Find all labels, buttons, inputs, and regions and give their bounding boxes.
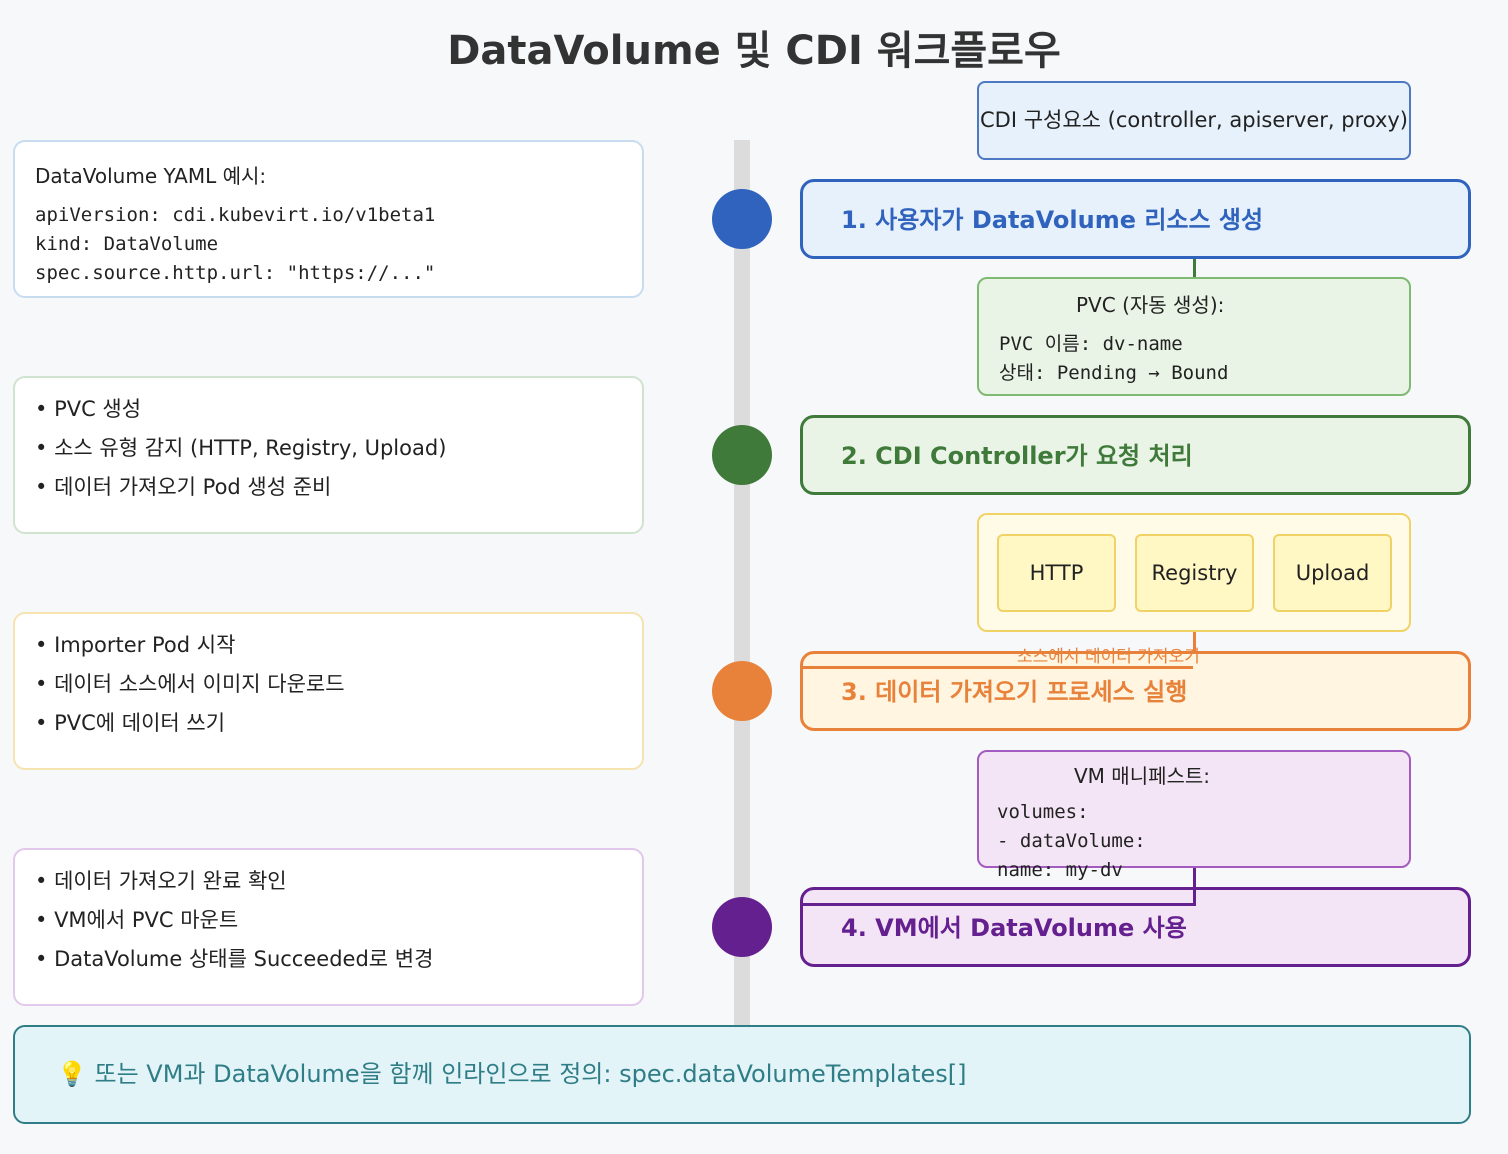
yaml-line: kind: DataVolume (35, 233, 219, 255)
list-item: Importer Pod 시작 (35, 626, 622, 665)
manifest-line: - dataVolume: (997, 830, 1146, 852)
list-item: 소스 유형 감지 (HTTP, Registry, Upload) (35, 429, 622, 468)
controller-tasks-panel: PVC 생성 소스 유형 감지 (HTTP, Registry, Upload)… (13, 376, 644, 534)
source-registry: Registry (1135, 534, 1254, 612)
list-item: DataVolume 상태를 Succeeded로 변경 (35, 940, 622, 979)
pvc-details: PVC 이름: dv-name 상태: Pending → Bound (979, 318, 1409, 388)
step-1-box: 1. 사용자가 DataVolume 리소스 생성 (800, 179, 1471, 259)
vm-manifest-panel (977, 750, 1411, 868)
yaml-example-panel: DataVolume YAML 예시: apiVersion: cdi.kube… (13, 140, 644, 298)
step-2-marker (712, 425, 772, 485)
source-http: HTTP (997, 534, 1116, 612)
timeline-bar (734, 140, 750, 1026)
yaml-line: spec.source.http.url: "https://..." (35, 262, 436, 284)
vm-tasks-panel: 데이터 가져오기 완료 확인 VM에서 PVC 마운트 DataVolume 상… (13, 848, 644, 1006)
manifest-line: volumes: (997, 801, 1089, 823)
list-item: 데이터 가져오기 Pod 생성 준비 (35, 468, 622, 507)
pvc-panel: PVC (자동 생성): PVC 이름: dv-name 상태: Pending … (977, 277, 1411, 396)
pvc-line: 상태: Pending → Bound (999, 362, 1229, 384)
manifest-line: name: my-dv (997, 859, 1123, 881)
step-1-marker (712, 189, 772, 249)
inline-definition-note: 💡 또는 VM과 DataVolume을 함께 인라인으로 정의: spec.d… (13, 1025, 1471, 1124)
step-3-marker (712, 661, 772, 721)
vm-manifest-code: volumes: - dataVolume: name: my-dv (977, 786, 1146, 885)
pvc-line: PVC 이름: dv-name (999, 333, 1183, 355)
connector-line (800, 666, 1193, 669)
connector-line (1193, 632, 1196, 652)
yaml-heading: DataVolume YAML 예시: (35, 164, 267, 188)
step-4-box: 4. VM에서 DataVolume 사용 (800, 887, 1471, 967)
pvc-heading: PVC (자동 생성): (1076, 293, 1225, 317)
list-item: PVC에 데이터 쓰기 (35, 704, 622, 743)
list-item: VM에서 PVC 마운트 (35, 901, 622, 940)
step-2-box: 2. CDI Controller가 요청 처리 (800, 415, 1471, 495)
source-upload: Upload (1273, 534, 1392, 612)
diagram-title: DataVolume 및 CDI 워크플로우 (447, 28, 1061, 74)
list-item: 데이터 가져오기 완료 확인 (35, 862, 622, 901)
connector-line (1193, 868, 1196, 906)
list-item: PVC 생성 (35, 390, 622, 429)
step-4-marker (712, 897, 772, 957)
source-caption: 소스에서 데이터 가져오기 (1017, 647, 1200, 667)
step-3-box: 3. 데이터 가져오기 프로세스 실행 (800, 651, 1471, 731)
yaml-line: apiVersion: cdi.kubevirt.io/v1beta1 (35, 204, 436, 226)
connector-line (1193, 259, 1196, 278)
import-tasks-panel: Importer Pod 시작 데이터 소스에서 이미지 다운로드 PVC에 데… (13, 612, 644, 770)
connector-line (800, 903, 1196, 906)
vm-manifest-heading: VM 매니페스트: (1074, 764, 1211, 788)
cdi-components-box: CDI 구성요소 (controller, apiserver, proxy) (977, 81, 1411, 160)
list-item: 데이터 소스에서 이미지 다운로드 (35, 665, 622, 704)
